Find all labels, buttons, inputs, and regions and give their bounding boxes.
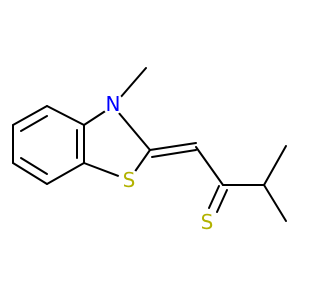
benzene-bond	[46, 162, 85, 185]
isopropyl-bond	[263, 184, 287, 222]
ring-bond	[112, 105, 151, 151]
atom-n: N	[102, 92, 124, 116]
benzene-bond	[12, 162, 48, 185]
benzene-double-bond	[20, 115, 48, 132]
atom-s-ring: S	[118, 168, 140, 192]
atom-s-thione: S	[196, 210, 218, 234]
molecule-structure: N S S	[12, 67, 287, 234]
benzene-double-bond	[20, 157, 48, 175]
chain-bond	[195, 146, 224, 186]
exocyclic-double-bond	[149, 142, 197, 151]
benzene-bond	[12, 105, 48, 126]
atom-s-thione-label: S	[201, 210, 214, 234]
thione-double-bond	[208, 185, 220, 209]
benzene-bond	[46, 105, 85, 126]
exocyclic-double-bond	[151, 149, 197, 158]
thione-double-bond	[216, 189, 228, 213]
atom-s-ring-label: S	[123, 168, 136, 192]
atom-n-label: N	[106, 92, 121, 116]
isopropyl-bond	[263, 145, 287, 186]
